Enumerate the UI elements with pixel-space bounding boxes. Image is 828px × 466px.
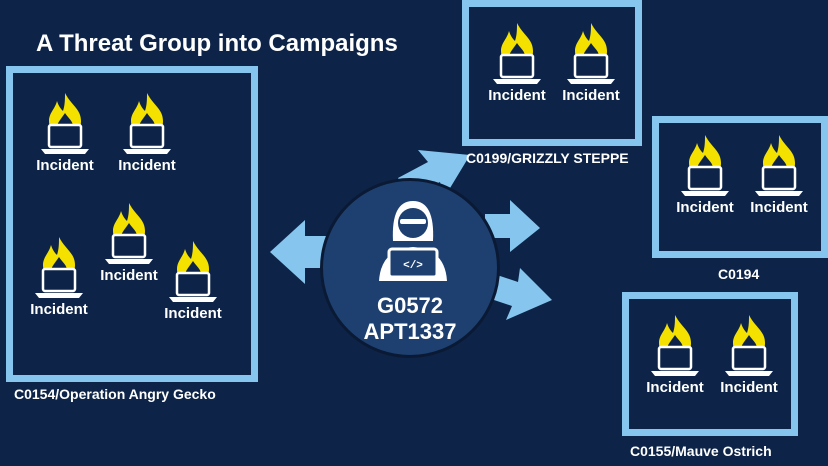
campaign-label-c0194: C0194 bbox=[718, 266, 760, 282]
campaign-box-c0155: Incident Incident bbox=[622, 292, 798, 436]
campaign-box-c0199: Incident Incident bbox=[462, 0, 642, 146]
incident-label: Incident bbox=[750, 199, 808, 216]
incident: Incident bbox=[739, 133, 819, 223]
flame-laptop-icon bbox=[681, 135, 729, 196]
incident: Incident bbox=[25, 91, 105, 181]
incident: Incident bbox=[665, 133, 745, 223]
incident: Incident bbox=[89, 201, 169, 291]
threat-group-hub: </> G0572 APT1337 bbox=[320, 178, 500, 358]
campaign-box-c0194: Incident Incident bbox=[652, 116, 828, 258]
incident: Incident bbox=[107, 91, 187, 181]
incident-label: Incident bbox=[562, 87, 620, 104]
incident-label: Incident bbox=[720, 379, 778, 396]
flame-laptop-icon bbox=[725, 315, 773, 376]
incident-label: Incident bbox=[30, 301, 88, 318]
incident-label: Incident bbox=[36, 157, 94, 174]
incident-label: Incident bbox=[100, 267, 158, 284]
hacker-at-laptop-icon: </> bbox=[379, 201, 447, 281]
campaign-box-c0154: Incident Incident Incident Incident Inci… bbox=[6, 66, 258, 382]
flame-laptop-icon bbox=[169, 241, 217, 302]
incident: Incident bbox=[709, 313, 789, 403]
flame-laptop-icon bbox=[567, 23, 615, 84]
incident-label: Incident bbox=[646, 379, 704, 396]
incident-label: Incident bbox=[488, 87, 546, 104]
diagram-title: A Threat Group into Campaigns bbox=[36, 30, 398, 57]
arrow-to-c0155 bbox=[488, 268, 552, 320]
incident: Incident bbox=[551, 21, 631, 111]
campaign-label-c0154: C0154/Operation Angry Gecko bbox=[14, 386, 216, 402]
flame-laptop-icon bbox=[41, 93, 89, 154]
incident-label: Incident bbox=[118, 157, 176, 174]
flame-laptop-icon bbox=[105, 203, 153, 264]
incident: Incident bbox=[19, 235, 99, 325]
group-id: G0572 bbox=[376, 293, 444, 318]
flame-laptop-icon bbox=[651, 315, 699, 376]
incident: Incident bbox=[477, 21, 557, 111]
svg-text:</>: </> bbox=[403, 260, 423, 272]
flame-laptop-icon bbox=[123, 93, 171, 154]
flame-laptop-icon bbox=[493, 23, 541, 84]
incident-label: Incident bbox=[676, 199, 734, 216]
incident: Incident bbox=[153, 239, 233, 329]
campaign-label-c0199: C0199/GRIZZLY STEPPE bbox=[466, 150, 629, 166]
campaign-label-c0155: C0155/Mauve Ostrich bbox=[630, 443, 772, 459]
incident-label: Incident bbox=[164, 305, 222, 322]
arrow-to-c0194 bbox=[485, 200, 540, 252]
flame-laptop-icon bbox=[755, 135, 803, 196]
group-name: APT1337 bbox=[363, 319, 457, 344]
flame-laptop-icon bbox=[35, 237, 83, 298]
incident: Incident bbox=[635, 313, 715, 403]
